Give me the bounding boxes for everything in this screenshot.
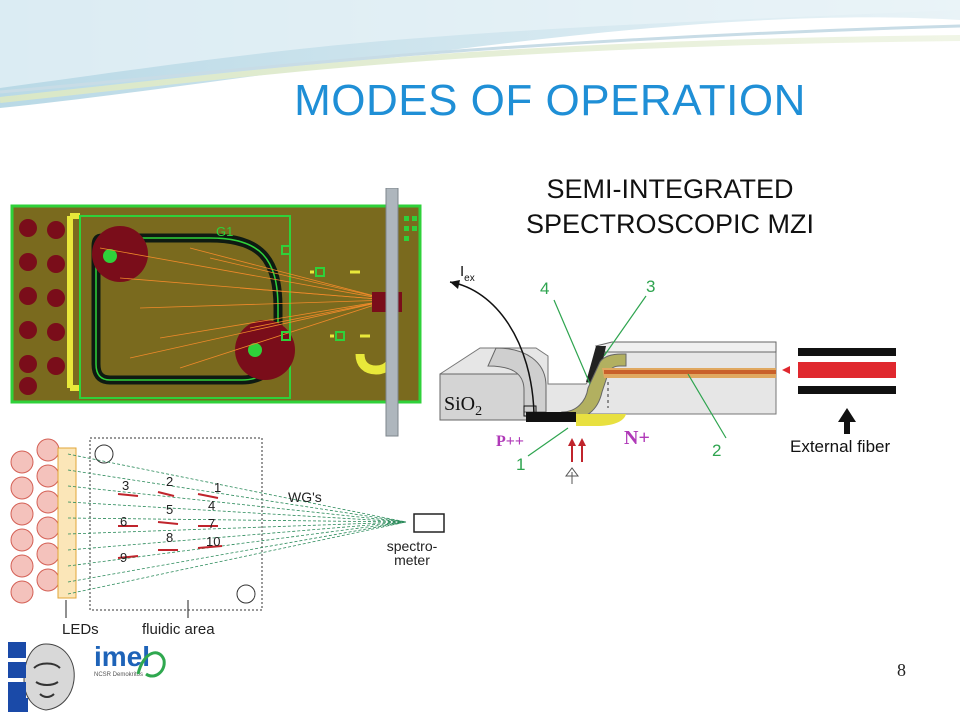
slide-title: MODES OF OPERATION bbox=[294, 76, 806, 125]
led-array bbox=[10, 438, 77, 604]
n-region-label: N+ bbox=[624, 427, 650, 449]
channel-10: 10 bbox=[206, 534, 220, 549]
imel-logo-subtext: NCSR Demokritos bbox=[94, 672, 144, 678]
channel-3: 3 bbox=[122, 478, 129, 493]
external-fiber bbox=[782, 348, 896, 394]
channel-8: 8 bbox=[166, 530, 173, 545]
channel-4: 4 bbox=[208, 498, 215, 513]
callout-2: 2 bbox=[712, 441, 721, 460]
spectrometer-box bbox=[413, 513, 445, 533]
imel-swirl-icon bbox=[136, 651, 166, 678]
up-arrow-icon bbox=[838, 408, 856, 434]
channel-9: 9 bbox=[120, 550, 127, 565]
chip-layout-image: G1 bbox=[10, 188, 422, 437]
fluidic-label: fluidic area bbox=[142, 621, 215, 638]
page-number: 8 bbox=[897, 660, 906, 680]
imel-logo: imel NCSR Demokritos bbox=[94, 642, 170, 688]
current-label: Iex bbox=[460, 263, 475, 284]
waveguide-label: WG's bbox=[288, 489, 322, 505]
channel-7: 7 bbox=[208, 516, 215, 531]
slide-subtitle: SEMI-INTEGRATED SPECTROSCOPIC MZI bbox=[470, 172, 870, 242]
light-arrows bbox=[571, 444, 583, 462]
subtitle-line-2: SPECTROSCOPIC MZI bbox=[525, 209, 815, 239]
callout-1: 1 bbox=[516, 455, 525, 474]
spectrometer-line-2: meter bbox=[394, 552, 430, 568]
oxide-label: SiO2 bbox=[444, 393, 482, 419]
chip-label: G1 bbox=[216, 224, 233, 239]
subtitle-line-1: SEMI-INTEGRATED bbox=[546, 174, 794, 204]
fluidic-schematic: 1 2 3 4 5 6 7 8 9 10 WG's spectro- meter… bbox=[10, 437, 445, 638]
channel-2: 2 bbox=[166, 474, 173, 489]
demokritos-logo bbox=[6, 638, 86, 714]
spectrometer-line-1: spectro- bbox=[387, 538, 438, 554]
cross-section-diagram: Iex SiO2 P++ N+ 4 3 2 1 External fiber bbox=[439, 263, 896, 484]
header-wave bbox=[0, 0, 960, 108]
p-region-label: P++ bbox=[496, 433, 524, 450]
fiber-label: External fiber bbox=[790, 437, 890, 456]
channel-1: 1 bbox=[214, 480, 221, 495]
channel-5: 5 bbox=[166, 502, 173, 517]
channel-6: 6 bbox=[120, 514, 127, 529]
callout-4: 4 bbox=[540, 279, 549, 298]
callout-3: 3 bbox=[646, 277, 655, 296]
led-label: LEDs bbox=[62, 621, 99, 638]
